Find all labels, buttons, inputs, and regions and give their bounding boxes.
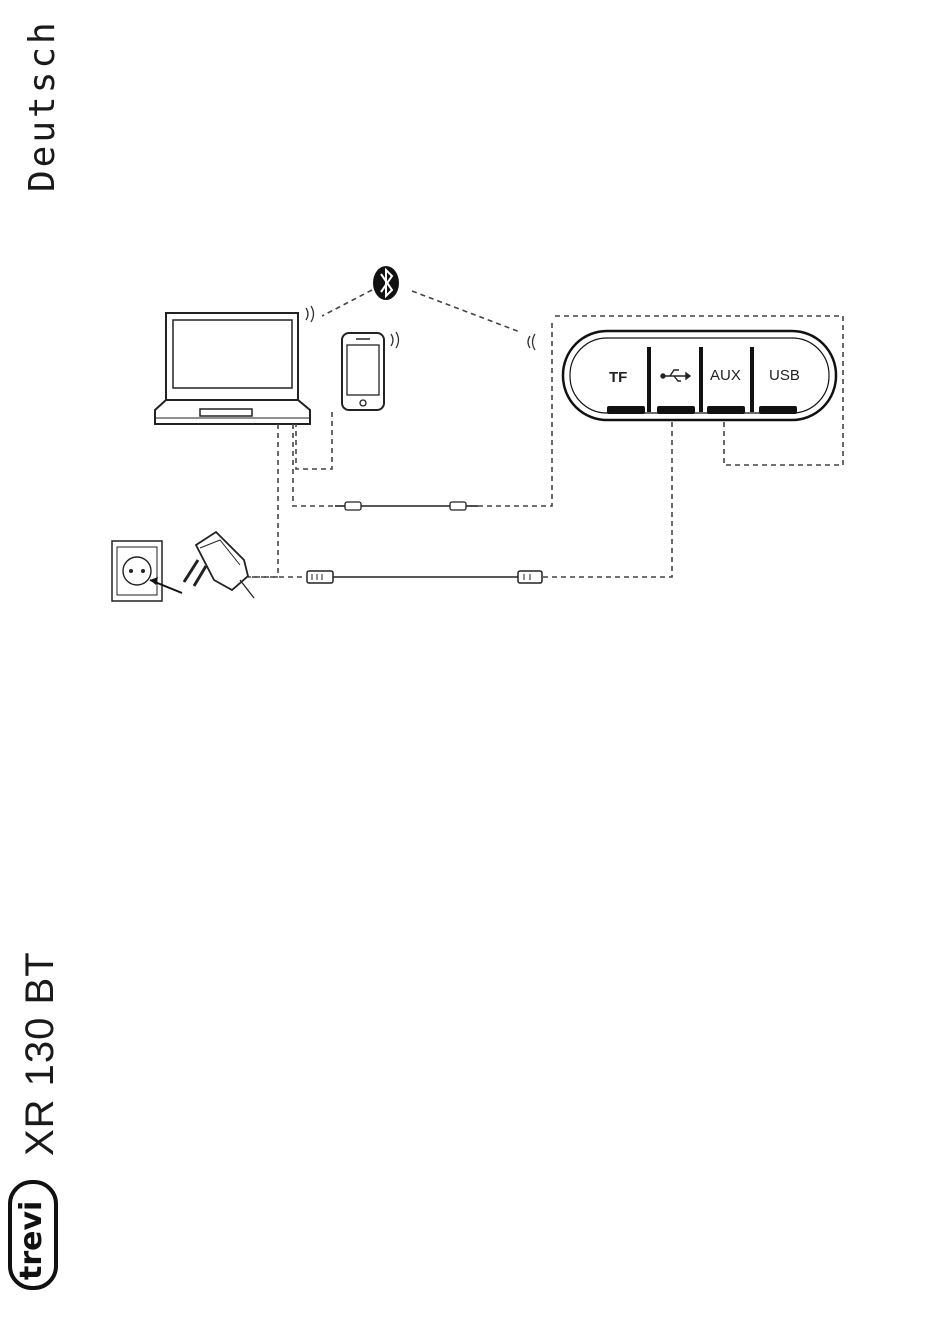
usb-line-right [543,420,672,577]
speaker-device: TF AUX USB [563,331,836,420]
usb-cable [307,571,542,583]
trevi-logo: trevi [8,1180,58,1290]
port-label-aux: AUX [710,367,741,384]
laptop-icon [155,313,310,424]
port-label-usb: USB [769,367,800,384]
bt-link-laptop [322,290,372,316]
connection-diagram: TF AUX USB [0,0,950,700]
laptop-power-link [248,424,278,577]
svg-text:trevi: trevi [14,1201,49,1280]
aux-line-right [478,320,552,506]
aux-cable [335,502,478,510]
bluetooth-icon [373,266,399,300]
wall-socket-icon [112,541,162,601]
signal-waves-icon [306,306,535,350]
bt-link-speaker [412,291,520,332]
aux-line-left [293,424,335,506]
port-label-tf: TF [609,369,627,386]
smartphone-icon [342,333,384,410]
model-name: XR 130 BT [18,951,63,1156]
power-adapter-icon [184,532,254,598]
